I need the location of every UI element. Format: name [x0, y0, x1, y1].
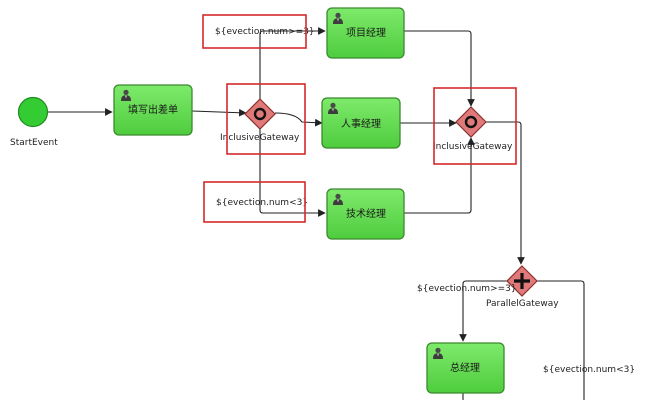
flow-tech-manager-to-join	[404, 137, 475, 214]
start-event-label: StartEvent	[10, 138, 58, 148]
highlight-box	[202, 14, 307, 49]
flow-join-to-parallel	[486, 121, 525, 265]
flow-split-to-tech-manager	[259, 128, 326, 217]
highlight-box	[226, 83, 306, 155]
flow-split-to-project-manager	[259, 27, 326, 100]
task-label: 人事经理	[341, 117, 381, 130]
inclusive-gateway-split[interactable]	[244, 98, 276, 130]
task-label: 总经理	[450, 361, 480, 374]
task-hr-manager[interactable]: 人事经理	[321, 97, 401, 149]
sequence-flows	[48, 27, 585, 400]
highlight-box	[433, 87, 517, 165]
inclusive-gateway-join[interactable]	[455, 106, 487, 138]
task-label: 技术经理	[346, 207, 386, 220]
parallel-gateway-label: ParallelGateway	[486, 299, 559, 309]
flow-split-to-hr-manager	[274, 112, 323, 127]
inclusive-gateway-split-label: InclusiveGateway	[220, 133, 300, 143]
highlight-box	[203, 181, 306, 223]
start-event[interactable]	[17, 96, 49, 128]
circle-icon	[253, 107, 267, 121]
condition-label: ${evection.num<3}	[216, 198, 308, 208]
task-label: 项目经理	[346, 26, 386, 39]
task-fill-form[interactable]: 填写出差单	[113, 84, 193, 136]
task-tech-manager[interactable]: 技术经理	[326, 188, 405, 240]
flow-parallel-right-branch	[536, 280, 585, 400]
flow-project-manager-to-join	[404, 30, 475, 107]
condition-label: ${evection.num<3}	[543, 365, 635, 375]
condition-label: ${evection.num>=3}	[417, 284, 517, 294]
circle-icon	[464, 115, 478, 129]
task-general-manager[interactable]: 总经理	[426, 342, 505, 394]
task-project-manager[interactable]: 项目经理	[326, 7, 405, 59]
highlight-boxes	[202, 14, 517, 223]
flow-parallel-to-general-manager	[459, 280, 508, 342]
task-label: 填写出差单	[128, 103, 178, 116]
inclusive-gateway-join-label: InclusiveGateway	[433, 142, 513, 152]
condition-label: ${evection.num>=3}	[215, 27, 315, 37]
plus-icon	[514, 273, 530, 289]
flow-fill-form-to-inclusive-split	[191, 108, 247, 117]
parallel-gateway[interactable]	[506, 265, 538, 297]
